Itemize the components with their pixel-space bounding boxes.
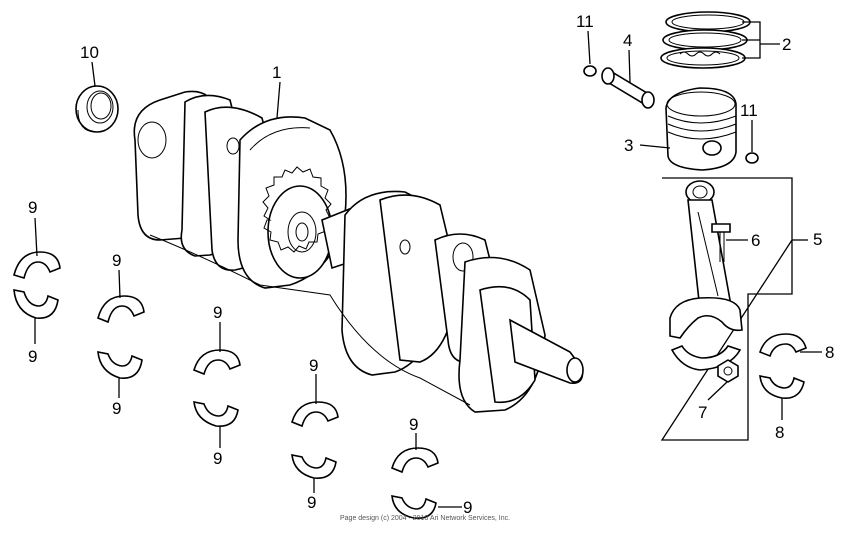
callout-5: 5 bbox=[813, 230, 822, 249]
pin-clip bbox=[745, 152, 759, 164]
leader-1 bbox=[276, 81, 281, 119]
callout-11: 11 bbox=[576, 12, 594, 31]
main-bearing bbox=[193, 349, 241, 427]
callout-9: 9 bbox=[112, 251, 121, 270]
leader-10 bbox=[91, 61, 96, 87]
callout-11: 11 bbox=[740, 101, 758, 120]
piston-pin bbox=[601, 67, 655, 109]
connecting-rod-box bbox=[660, 177, 808, 441]
pin-clip bbox=[583, 65, 597, 77]
callout-7: 7 bbox=[698, 403, 707, 422]
callout-9: 9 bbox=[463, 498, 472, 517]
callout-9: 9 bbox=[309, 356, 318, 375]
main-bearing bbox=[391, 447, 439, 520]
bearing-callouts: 9 9 9 9 9 9 9 9 9 9 bbox=[28, 198, 472, 517]
callout-1: 1 bbox=[272, 63, 281, 82]
piston bbox=[665, 87, 737, 171]
callout-2: 2 bbox=[782, 35, 791, 54]
rod-bolt bbox=[711, 223, 731, 262]
callout-10: 10 bbox=[80, 43, 99, 62]
rod-nut bbox=[717, 359, 739, 383]
cam-sprocket bbox=[262, 166, 333, 279]
callout-8: 8 bbox=[775, 423, 784, 442]
piston-rings bbox=[660, 11, 751, 69]
main-bearing-group bbox=[13, 251, 439, 520]
main-bearing bbox=[291, 401, 339, 479]
callout-8: 8 bbox=[825, 343, 834, 362]
callout-9: 9 bbox=[112, 399, 121, 418]
callout-9: 9 bbox=[307, 493, 316, 512]
callout-9: 9 bbox=[28, 347, 37, 366]
copyright-footer: Page design (c) 2004 - 2018 Ari Network … bbox=[340, 515, 510, 522]
rod-bearing bbox=[759, 333, 807, 399]
callout-9: 9 bbox=[28, 198, 37, 217]
oil-seal bbox=[75, 85, 119, 133]
main-bearing bbox=[13, 251, 61, 319]
connecting-rod bbox=[669, 180, 743, 371]
callout-9: 9 bbox=[213, 303, 222, 322]
callout-9: 9 bbox=[409, 415, 418, 434]
crankshaft bbox=[133, 90, 584, 413]
callout-4: 4 bbox=[623, 31, 632, 50]
callout-6: 6 bbox=[751, 231, 760, 250]
callout-3: 3 bbox=[624, 136, 633, 155]
main-bearing bbox=[97, 295, 145, 379]
callout-9: 9 bbox=[213, 449, 222, 468]
